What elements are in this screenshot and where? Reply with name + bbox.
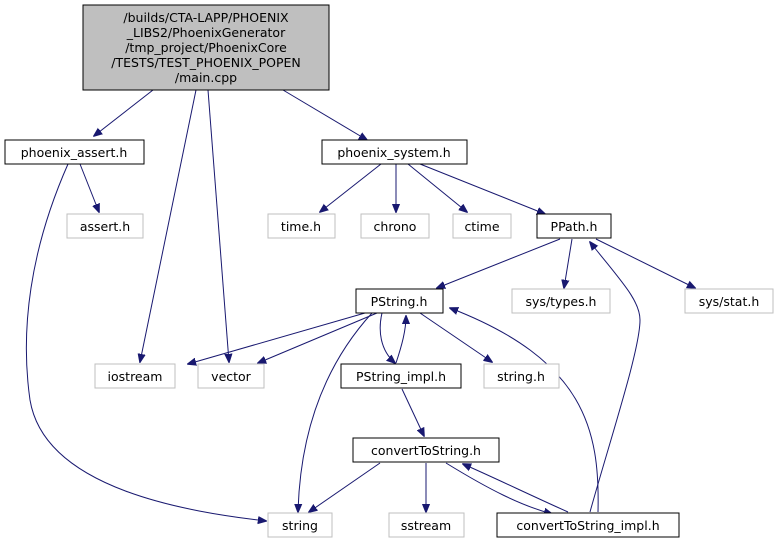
node-convert-to-string[interactable]: convertToString.h <box>352 437 500 463</box>
edge-convert-impl-to-ppath <box>590 242 641 513</box>
edge-pstring-impl-to-pstring <box>395 316 406 364</box>
node-time-h-box <box>267 213 336 239</box>
node-vector[interactable]: vector <box>197 363 265 389</box>
node-sys-types-box <box>511 288 611 314</box>
node-ppath-label: PPath.h <box>551 219 598 234</box>
edge-convert-to-convert-impl <box>445 462 552 514</box>
node-vector-label: vector <box>211 369 252 384</box>
edge-phoenix-assert-to-assert <box>79 163 99 212</box>
node-main-cpp[interactable]: /builds/CTA-LAPP/PHOENIX _LIBS2/PhoenixG… <box>82 4 330 91</box>
node-phoenix-system-box <box>321 139 468 165</box>
node-iostream[interactable]: iostream <box>94 363 176 389</box>
node-phoenix-system-label: phoenix_system.h <box>337 145 450 160</box>
node-main-cpp-line-4: /TESTS/TEST_PHOENIX_POPEN <box>111 55 301 70</box>
node-time-h[interactable]: time.h <box>267 213 336 239</box>
node-ppath[interactable]: PPath.h <box>536 213 612 239</box>
node-sstream[interactable]: sstream <box>388 512 465 538</box>
node-time-h-label: time.h <box>281 219 321 234</box>
node-pstring-impl-label: PString_impl.h <box>356 369 446 384</box>
edge-phoenix-system-to-time <box>320 163 382 212</box>
node-main-cpp-line-2: _LIBS2/PhoenixGenerator <box>126 25 286 40</box>
edge-pstring-to-string <box>298 312 373 512</box>
node-main-cpp-box <box>82 4 330 91</box>
node-assert-h[interactable]: assert.h <box>66 213 144 239</box>
edge-convert-impl-to-convert <box>463 464 569 513</box>
node-ctime[interactable]: ctime <box>452 213 512 239</box>
node-ctime-box <box>452 213 512 239</box>
node-string-label: string <box>282 518 318 533</box>
node-assert-h-box <box>66 213 144 239</box>
node-chrono[interactable]: chrono <box>360 213 430 239</box>
node-main-cpp-line-5: /main.cpp <box>175 70 237 85</box>
edge-main-to-phoenix-assert <box>94 89 154 136</box>
node-phoenix-system[interactable]: phoenix_system.h <box>321 139 468 165</box>
node-sstream-box <box>388 512 465 538</box>
node-chrono-label: chrono <box>374 219 417 234</box>
node-ctime-label: ctime <box>464 219 499 234</box>
node-iostream-label: iostream <box>108 369 163 384</box>
edge-pstring-to-vector <box>258 312 378 363</box>
node-phoenix-assert[interactable]: phoenix_assert.h <box>4 139 145 165</box>
edge-pstring-to-iostream <box>188 312 366 364</box>
node-pstring[interactable]: PString.h <box>355 288 444 314</box>
node-convert-to-string-box <box>352 437 500 463</box>
edge-main-to-phoenix-system <box>282 89 367 140</box>
node-main-cpp-line-1: /builds/CTA-LAPP/PHOENIX <box>123 10 289 25</box>
node-string-h-box <box>483 363 560 389</box>
node-convert-to-string-impl-label: convertToString_impl.h <box>516 518 659 533</box>
node-sstream-label: sstream <box>401 518 451 533</box>
node-convert-to-string-label: convertToString.h <box>371 443 481 458</box>
node-vector-box <box>197 363 265 389</box>
node-convert-to-string-impl-box <box>496 512 680 538</box>
edge-pstring-to-pstring-impl <box>379 312 395 363</box>
edge-convert-to-string <box>309 462 381 512</box>
node-main-cpp-line-3: /tmp_project/PhoenixCore <box>125 40 287 55</box>
edge-ppath-to-pstring <box>437 238 561 288</box>
node-sys-stat[interactable]: sys/stat.h <box>684 288 774 314</box>
edge-pstring-impl-to-convert <box>401 388 424 436</box>
node-string-box <box>267 512 333 538</box>
edges <box>25 89 695 521</box>
edge-phoenix-assert-to-string <box>25 163 266 521</box>
edge-convert-impl-to-pstring <box>450 308 599 513</box>
node-chrono-box <box>360 213 430 239</box>
node-phoenix-assert-box <box>4 139 145 165</box>
edge-main-to-iostream <box>140 89 197 362</box>
node-sys-stat-box <box>684 288 774 314</box>
edge-ppath-to-sys-stat <box>595 238 695 288</box>
node-sys-types[interactable]: sys/types.h <box>511 288 611 314</box>
node-iostream-box <box>94 363 176 389</box>
node-sys-stat-label: sys/stat.h <box>699 294 760 309</box>
edge-phoenix-system-to-ctime <box>407 163 467 212</box>
node-pstring-label: PString.h <box>371 294 428 309</box>
node-pstring-impl-box <box>340 363 462 389</box>
node-ppath-box <box>536 213 612 239</box>
node-string[interactable]: string <box>267 512 333 538</box>
edge-main-to-vector <box>207 89 229 362</box>
node-phoenix-assert-label: phoenix_assert.h <box>21 145 128 160</box>
node-sys-types-label: sys/types.h <box>526 294 597 309</box>
node-pstring-impl[interactable]: PString_impl.h <box>340 363 462 389</box>
node-string-h-label: string.h <box>497 369 545 384</box>
node-assert-h-label: assert.h <box>80 219 130 234</box>
node-pstring-box <box>355 288 444 314</box>
node-string-h[interactable]: string.h <box>483 363 560 389</box>
edge-phoenix-system-to-ppath <box>419 163 545 214</box>
node-convert-to-string-impl[interactable]: convertToString_impl.h <box>496 512 680 538</box>
edge-pstring-to-string-h <box>419 312 492 362</box>
edge-ppath-to-sys-types <box>564 238 573 288</box>
